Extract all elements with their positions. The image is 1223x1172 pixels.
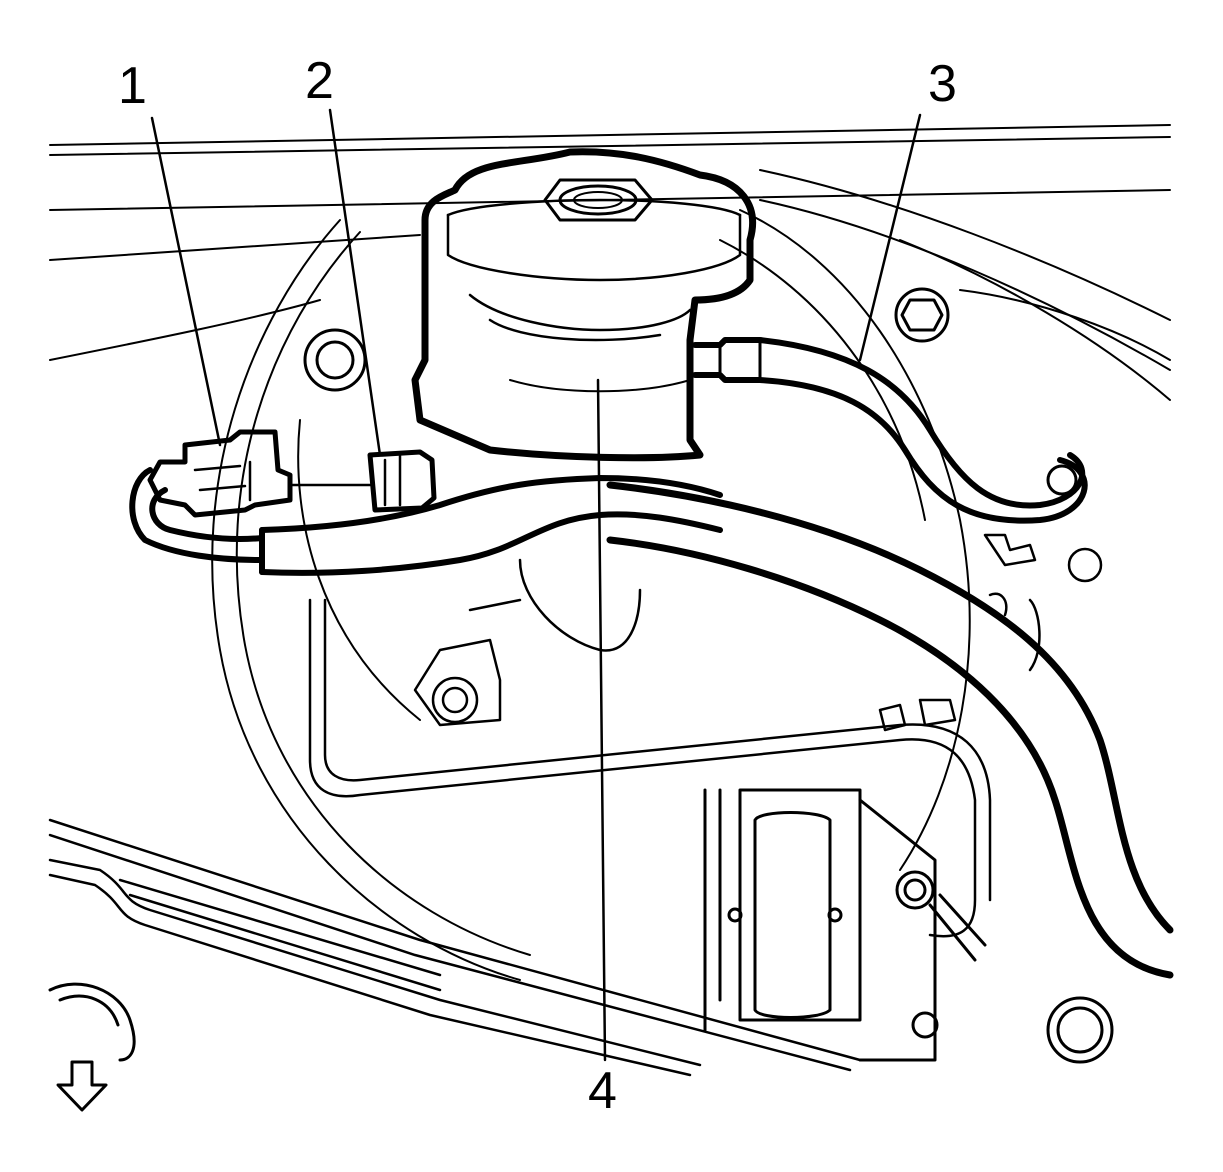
callout-4: 4 xyxy=(588,1062,617,1120)
connector-2 xyxy=(367,449,437,513)
callout-1: 1 xyxy=(118,57,147,115)
brake-pipe-3 xyxy=(692,337,1088,524)
leader-line-3 xyxy=(858,113,922,362)
fluid-reservoir xyxy=(411,148,757,462)
grommet-lower-left xyxy=(48,982,136,1062)
brake-lines-middle xyxy=(308,598,992,938)
leader-line-4 xyxy=(596,378,607,1062)
leader-lines xyxy=(150,108,922,1062)
vacuum-hose xyxy=(606,481,1174,979)
hose-clip xyxy=(878,533,1103,732)
wiring-harness xyxy=(129,467,723,576)
leader-line-2 xyxy=(328,108,382,457)
master-cylinder xyxy=(413,558,642,727)
grommet-lower-right xyxy=(1046,996,1114,1064)
brake-booster-outline xyxy=(211,209,971,981)
bolt-right xyxy=(894,287,950,343)
grommet-left xyxy=(303,328,367,392)
abs-modulator xyxy=(703,788,987,1062)
callout-2: 2 xyxy=(305,52,334,110)
leader-line-1 xyxy=(150,116,222,447)
down-arrow-icon xyxy=(56,1060,108,1112)
connector-1 xyxy=(147,429,293,518)
brake-lines-left xyxy=(48,818,862,1077)
callout-3: 3 xyxy=(928,55,957,113)
body-panel-lines xyxy=(49,124,1171,401)
